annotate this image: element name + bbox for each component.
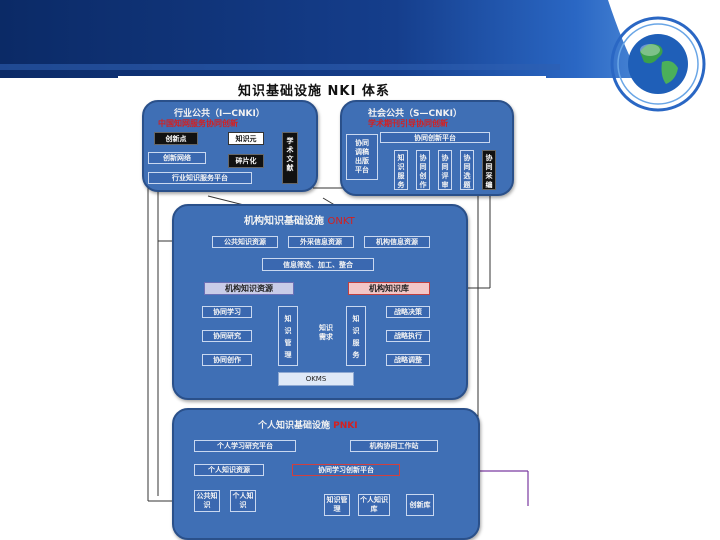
personal-header: 个人知识基础设施 PNKI bbox=[258, 418, 358, 431]
banner-stripe bbox=[0, 64, 560, 70]
knowledge-demand-text: 知识需求 bbox=[319, 324, 333, 341]
personal-header-suffix: PNKI bbox=[333, 421, 358, 431]
learning-platform-box: 个人学习研究平台 bbox=[194, 440, 296, 452]
personal-panel: 个人知识基础设施 PNKI 个人学习研究平台 机构协同工作站 个人知识资源 协同… bbox=[172, 408, 480, 540]
personal-resources-box: 个人知识资源 bbox=[194, 464, 264, 476]
knowledge-demand-box: 知识需求 bbox=[312, 324, 340, 348]
public-resources-box: 公共知识资源 bbox=[212, 236, 278, 248]
strategic-adjust-box: 战略调整 bbox=[386, 354, 430, 366]
knowledge-base-box: 机构知识库 bbox=[348, 282, 430, 295]
institution-header-text: 机构知识基础设施 bbox=[244, 216, 324, 227]
external-info-box: 外采信息资源 bbox=[288, 236, 354, 248]
institution-panel: 机构知识基础设施 ONKT 公共知识资源 外采信息资源 机构信息资源 信息筛选、… bbox=[172, 204, 468, 400]
collab-learning-platform-box: 协同学习创新平台 bbox=[292, 464, 400, 476]
innovation-base-box: 创新库 bbox=[406, 494, 434, 516]
social-panel: 社会公共（S—CNKI） 学术期刊引导协同创新 协同创新平台 协同调稿出版平台 … bbox=[340, 100, 514, 196]
industry-header: 行业公共（I—CNKI） bbox=[174, 109, 265, 119]
institution-knowledge-service-box: 知识服务 bbox=[346, 306, 366, 366]
processing-box: 信息筛选、加工、整合 bbox=[262, 258, 374, 271]
collab-platform-box: 协同创新平台 bbox=[380, 132, 490, 143]
personal-management-box: 知识管理 bbox=[324, 494, 350, 516]
collab-publish-text: 协同调稿出版平台 bbox=[355, 139, 369, 174]
institution-collab-box: 机构协同工作站 bbox=[350, 440, 438, 452]
globe-logo bbox=[598, 0, 720, 120]
collab-editing-box: 协同选题 bbox=[460, 150, 474, 190]
collab-review-box: 协同评审 bbox=[438, 150, 452, 190]
knowledge-management-text: 知识管理 bbox=[284, 315, 292, 359]
collab-creation-box: 协同创作 bbox=[202, 354, 252, 366]
personal-knowledge-box: 个人知识 bbox=[230, 490, 256, 512]
social-subtitle: 学术期刊引导协同创新 bbox=[368, 119, 448, 128]
knowledge-management-box: 知识管理 bbox=[278, 306, 298, 366]
diagram-title: 知识基础设施 NKI 体系 bbox=[238, 84, 390, 99]
industry-platform-box: 行业知识服务平台 bbox=[148, 172, 252, 184]
collab-publish-box: 协同调稿出版平台 bbox=[346, 134, 378, 180]
collab-achievements-text: 协同采编 bbox=[485, 154, 493, 189]
collab-learning-box: 协同学习 bbox=[202, 306, 252, 318]
collab-create-box: 协同创作 bbox=[416, 150, 430, 190]
fragmentation-box: 碎片化 bbox=[228, 154, 264, 168]
header-banner bbox=[0, 0, 720, 78]
okms-box: OKMS bbox=[278, 372, 354, 386]
public-knowledge-box: 公共知识 bbox=[194, 490, 220, 512]
industry-panel: 行业公共（I—CNKI） 中国知网服务协同创新 创新点 知识元 创新网络 碎片化… bbox=[142, 100, 318, 192]
social-header: 社会公共（S—CNKI） bbox=[368, 109, 462, 119]
personal-header-text: 个人知识基础设施 bbox=[258, 421, 331, 431]
academic-literature-text: 学术文献 bbox=[286, 137, 294, 172]
knowledge-resources-box: 机构知识资源 bbox=[204, 282, 294, 295]
institution-header: 机构知识基础设施 ONKT bbox=[244, 212, 355, 227]
social-knowledge-service-text: 知识服务 bbox=[397, 154, 405, 189]
innovation-point-box: 创新点 bbox=[154, 132, 198, 145]
collab-achievements-box: 协同采编 bbox=[482, 150, 496, 190]
collab-research-box: 协同研究 bbox=[202, 330, 252, 342]
collab-review-text: 协同评审 bbox=[441, 154, 449, 189]
personal-knowledge-base-box: 个人知识库 bbox=[358, 494, 390, 516]
institution-info-box: 机构信息资源 bbox=[364, 236, 430, 248]
academic-literature-box: 学术文献 bbox=[282, 132, 298, 184]
industry-subtitle: 中国知网服务协同创新 bbox=[158, 119, 238, 128]
collab-create-text: 协同创作 bbox=[419, 154, 427, 189]
innovation-network-box: 创新网络 bbox=[148, 152, 206, 164]
diagram-canvas: 知识基础设施 NKI 体系 bbox=[118, 76, 546, 540]
institution-header-suffix: ONKT bbox=[327, 216, 355, 227]
social-knowledge-service-box: 知识服务 bbox=[394, 150, 408, 190]
strategic-execution-box: 战略执行 bbox=[386, 330, 430, 342]
knowledge-element-box: 知识元 bbox=[228, 132, 264, 145]
collab-editing-text: 协同选题 bbox=[463, 154, 471, 189]
institution-knowledge-service-text: 知识服务 bbox=[352, 315, 360, 359]
strategic-decision-box: 战略决策 bbox=[386, 306, 430, 318]
